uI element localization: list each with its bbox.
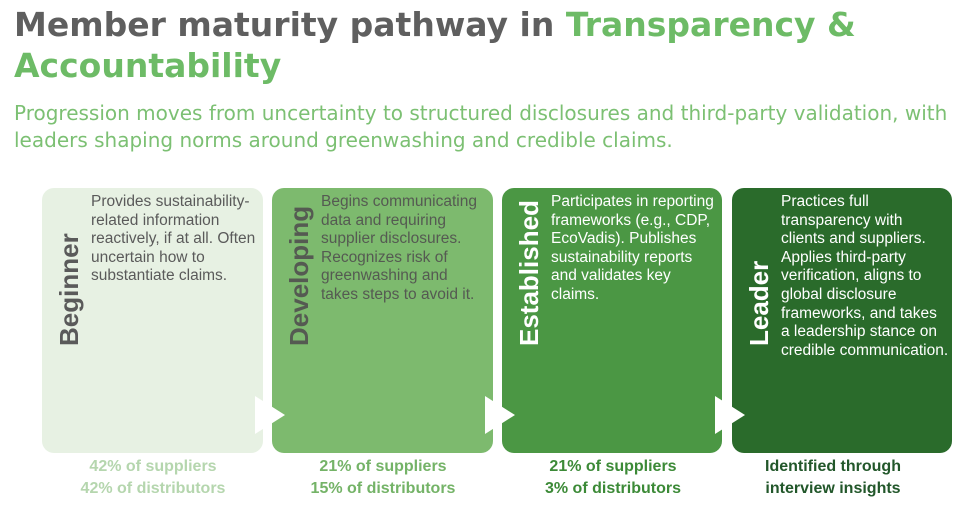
stage-card-beginner: Beginner Provides sustainability-related… <box>42 188 263 453</box>
stat-line: 3% of distributors <box>544 480 681 497</box>
stat-line: 21% of suppliers <box>549 458 677 475</box>
stage-stat-established: 21% of suppliers 3% of distributors <box>498 456 728 500</box>
stage-description: Provides sustainability-related informat… <box>91 193 256 285</box>
stat-line: 42% of suppliers <box>89 458 217 475</box>
title-accent: Transparency & Accountability <box>14 5 856 85</box>
stat-line: 15% of distributors <box>310 480 456 497</box>
stat-line: 42% of distributors <box>80 480 226 497</box>
stage-description: Practices full transparency with clients… <box>781 193 949 359</box>
stage-label: Established <box>514 200 544 346</box>
page-title: Member maturity pathway in Transparency … <box>14 4 954 86</box>
stage-label: Developing <box>284 205 314 346</box>
stage-description: Begins communicating data and requiring … <box>321 193 477 303</box>
title-main: Member maturity pathway in <box>14 5 566 44</box>
stat-line: interview insights <box>765 480 901 497</box>
stat-line: Identified through <box>765 458 901 475</box>
stage-card-developing: Developing Begins communicating data and… <box>272 188 493 453</box>
stage-card-leader: Leader Practices full transparency with … <box>732 188 952 453</box>
stage-stat-leader: Identified through interview insights <box>718 456 948 500</box>
stage-description: Participates in reporting frameworks (e.… <box>551 193 714 303</box>
stage-stat-developing: 21% of suppliers 15% of distributors <box>268 456 498 500</box>
chevron-right-icon <box>255 396 285 434</box>
stage-stat-beginner: 42% of suppliers 42% of distributors <box>38 456 268 500</box>
stage-label: Leader <box>744 260 774 346</box>
chevron-right-icon <box>715 396 745 434</box>
stage-label: Beginner <box>54 233 84 346</box>
chevron-right-icon <box>485 396 515 434</box>
stage-card-established: Established Participates in reporting fr… <box>502 188 722 453</box>
page-subtitle: Progression moves from uncertainty to st… <box>14 101 948 152</box>
stat-line: 21% of suppliers <box>319 458 447 475</box>
